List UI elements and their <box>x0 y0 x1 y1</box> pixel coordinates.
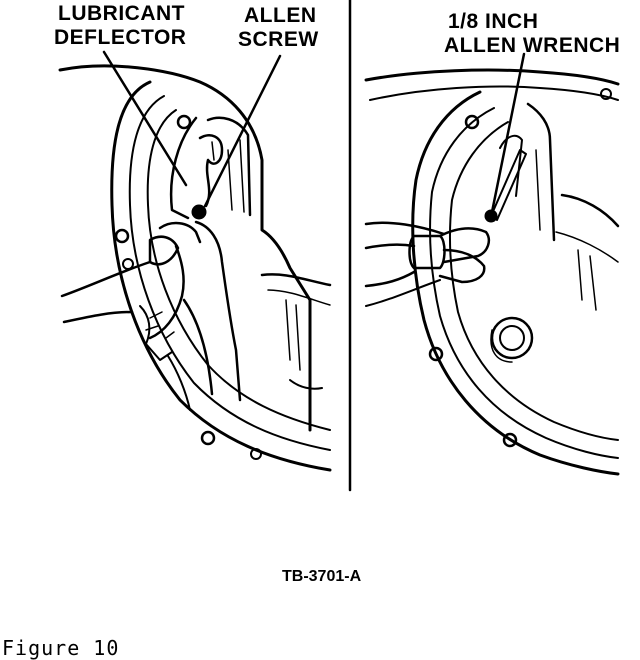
callout-allen-wrench-line2: ALLEN WRENCH <box>444 34 621 57</box>
callout-allen-screw-line2: SCREW <box>238 28 319 51</box>
left-panel-drawing <box>58 50 332 472</box>
callout-allen-wrench-line1: 1/8 INCH <box>448 10 539 33</box>
figure-caption: Figure 10 <box>2 636 120 660</box>
callout-lubricant-deflector-line1: LUBRICANT <box>58 2 185 25</box>
right-panel-drawing <box>364 52 620 476</box>
tb-number: TB-3701-A <box>282 568 362 585</box>
callout-allen-screw-line1: ALLEN <box>244 4 317 27</box>
callout-lubricant-deflector-line2: DEFLECTOR <box>54 26 187 49</box>
